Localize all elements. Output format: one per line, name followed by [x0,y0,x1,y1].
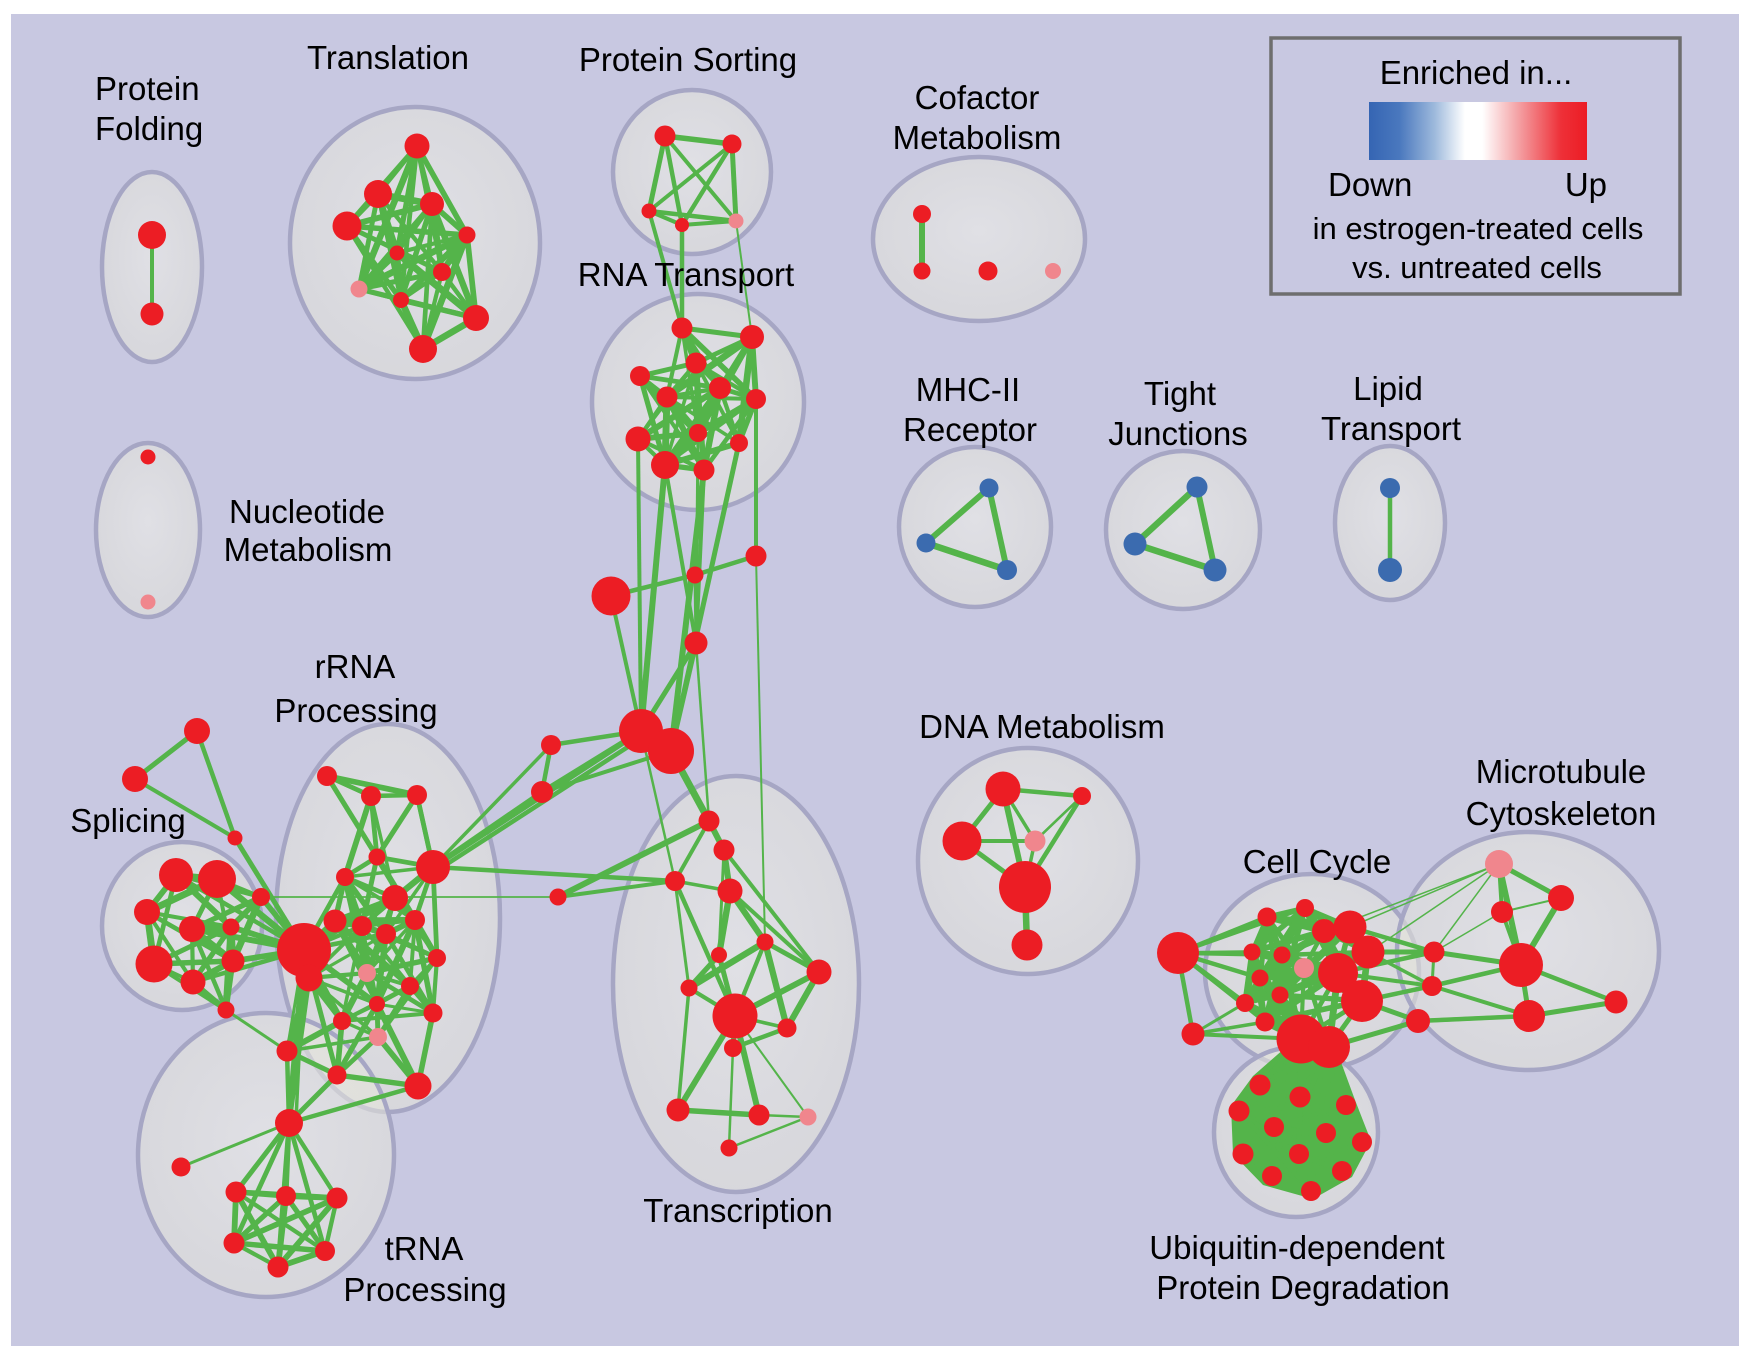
svg-text:Cytoskeleton: Cytoskeleton [1466,795,1657,832]
svg-text:RNA Transport: RNA Transport [578,256,794,293]
svg-text:Cell Cycle: Cell Cycle [1243,843,1392,880]
svg-text:Enriched in...: Enriched in... [1380,54,1573,91]
svg-text:tRNA: tRNA [385,1230,464,1267]
svg-text:Tight: Tight [1144,375,1216,412]
svg-text:MHC-II: MHC-II [916,371,1020,408]
svg-text:Transport: Transport [1321,410,1461,447]
svg-text:Down: Down [1328,166,1412,203]
svg-text:Folding: Folding [95,110,203,147]
svg-text:Nucleotide: Nucleotide [229,493,385,530]
svg-text:Cofactor: Cofactor [915,79,1040,116]
svg-text:Splicing: Splicing [70,802,186,839]
svg-text:rRNA: rRNA [315,648,396,685]
svg-text:Up: Up [1565,166,1607,203]
svg-text:Metabolism: Metabolism [893,119,1062,156]
svg-text:Processing: Processing [274,692,437,729]
svg-text:DNA Metabolism: DNA Metabolism [919,708,1165,745]
svg-text:Junctions: Junctions [1108,415,1247,452]
svg-text:Protein Sorting: Protein Sorting [579,41,797,78]
svg-text:Metabolism: Metabolism [224,531,393,568]
svg-text:Processing: Processing [343,1271,506,1308]
svg-text:Protein Degradation: Protein Degradation [1156,1269,1450,1306]
svg-text:vs. untreated cells: vs. untreated cells [1352,250,1602,285]
svg-text:Lipid: Lipid [1353,370,1423,407]
svg-text:Microtubule: Microtubule [1476,753,1647,790]
svg-text:in estrogen-treated cells: in estrogen-treated cells [1313,211,1644,246]
svg-text:Receptor: Receptor [903,411,1037,448]
svg-text:Translation: Translation [307,39,469,76]
svg-text:Transcription: Transcription [643,1192,833,1229]
svg-text:Ubiquitin-dependent: Ubiquitin-dependent [1149,1229,1444,1266]
svg-text:Protein: Protein [95,70,200,107]
